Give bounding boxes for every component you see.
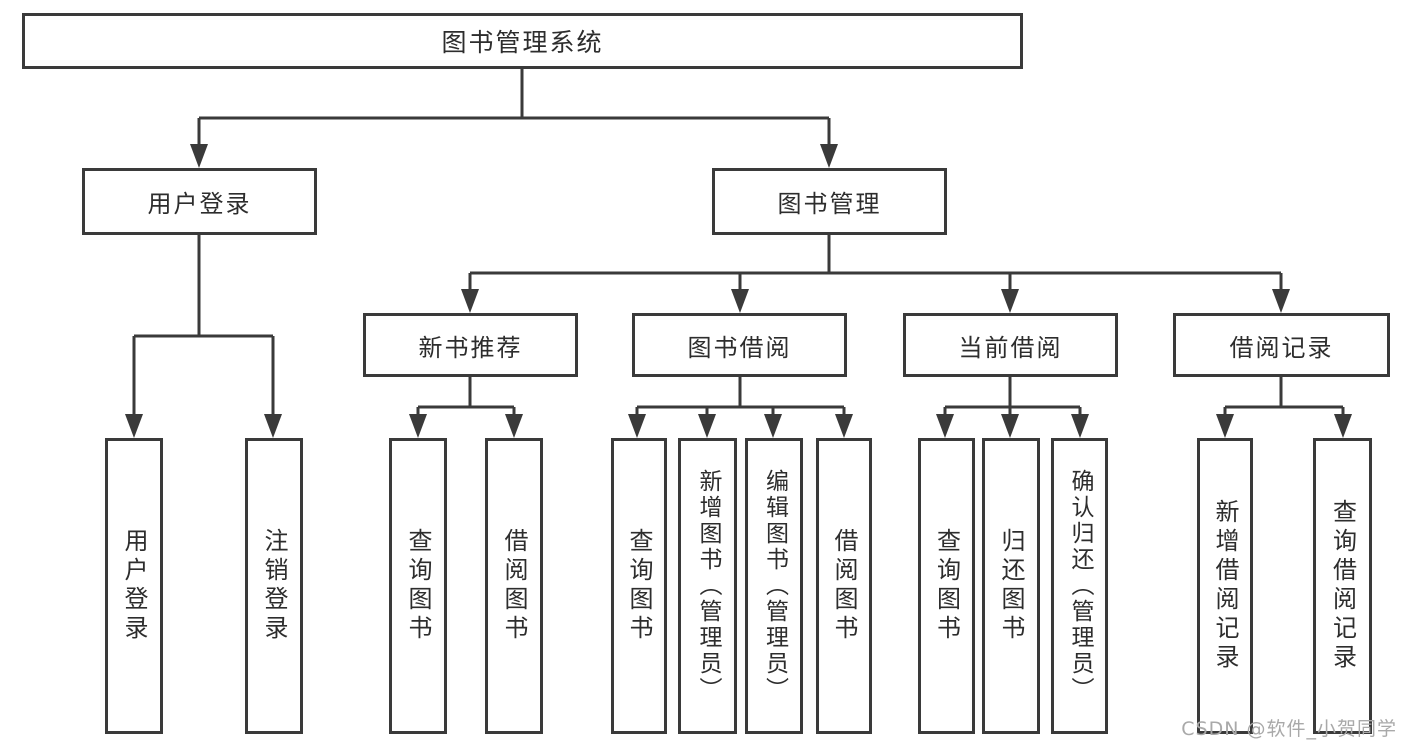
connector-user-login [132, 235, 275, 418]
watermark-text: CSDN @软件_小贺同学 [1181, 718, 1397, 740]
arrow-icon [628, 414, 646, 438]
arrow-icon [190, 144, 208, 168]
node-leaf-return-books: 归还图书 [982, 438, 1040, 734]
connector-current-borrow [943, 377, 1082, 418]
node-leaf-query-books-2: 查询图书 [611, 438, 667, 734]
connector-book-management [468, 235, 1283, 293]
connector-root [197, 69, 831, 148]
arrow-icon [1001, 414, 1019, 438]
arrow-icon [505, 414, 523, 438]
node-library-system: 图书管理系统 [22, 13, 1023, 69]
node-leaf-add-borrow-record: 新增借阅记录 [1197, 438, 1253, 734]
node-leaf-add-books-admin: 新增图书（管理员） [678, 438, 737, 734]
connector-book-borrow [635, 377, 846, 418]
node-leaf-borrow-books-2: 借阅图书 [816, 438, 872, 734]
arrow-icon [1001, 289, 1019, 313]
node-leaf-edit-books-admin: 编辑图书（管理员） [745, 438, 803, 734]
node-book-borrow: 图书借阅 [632, 313, 847, 377]
arrow-icon [1216, 414, 1234, 438]
node-leaf-user-login: 用户登录 [105, 438, 163, 734]
node-leaf-borrow-books-1: 借阅图书 [485, 438, 543, 734]
connector-borrow-records [1223, 377, 1345, 418]
arrow-icon [264, 414, 282, 438]
arrow-icon [731, 289, 749, 313]
arrow-icon [936, 414, 954, 438]
arrow-icon [1272, 289, 1290, 313]
arrow-icon [835, 414, 853, 438]
node-book-management: 图书管理 [712, 168, 947, 235]
node-leaf-query-books-1: 查询图书 [389, 438, 447, 734]
arrow-icon [125, 414, 143, 438]
arrow-icon [820, 144, 838, 168]
connector-new-book [416, 377, 516, 418]
node-current-borrow: 当前借阅 [903, 313, 1118, 377]
node-leaf-logout: 注销登录 [245, 438, 303, 734]
node-new-book-recommend: 新书推荐 [363, 313, 578, 377]
node-leaf-confirm-return-admin: 确认归还（管理员） [1051, 438, 1108, 734]
arrow-icon [1071, 414, 1089, 438]
node-user-login-branch: 用户登录 [82, 168, 317, 235]
node-leaf-query-books-3: 查询图书 [918, 438, 975, 734]
arrow-icon [461, 289, 479, 313]
arrow-icon [764, 414, 782, 438]
arrow-icon [409, 414, 427, 438]
node-leaf-query-borrow-record: 查询借阅记录 [1313, 438, 1372, 734]
arrow-icon [1334, 414, 1352, 438]
node-borrow-records: 借阅记录 [1173, 313, 1390, 377]
arrow-icon [698, 414, 716, 438]
